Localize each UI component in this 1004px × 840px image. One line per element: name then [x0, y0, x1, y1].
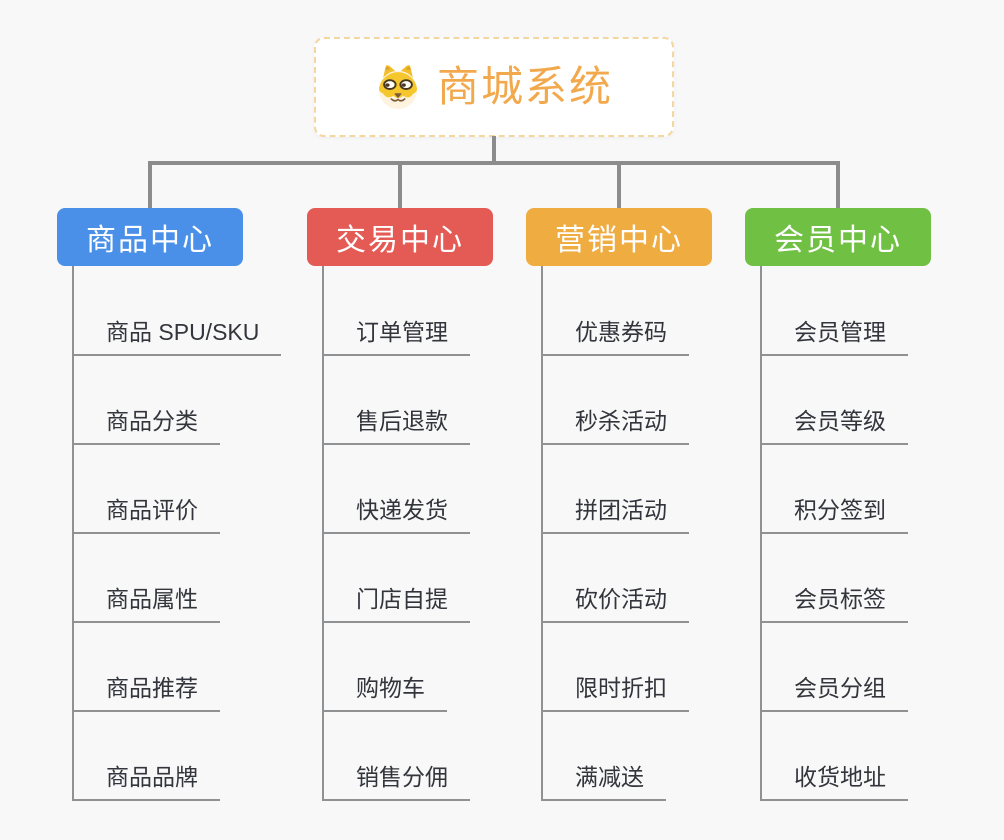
leaf-node[interactable]: 会员管理 — [760, 319, 908, 356]
leaf-node[interactable]: 满减送 — [541, 764, 666, 801]
leaf-node[interactable]: 限时折扣 — [541, 675, 689, 712]
leaf-node[interactable]: 商品属性 — [72, 586, 220, 623]
leaf-node[interactable]: 购物车 — [322, 675, 447, 712]
branch-node-member-center[interactable]: 会员中心 — [745, 208, 931, 266]
branch-node-product-center[interactable]: 商品中心 — [57, 208, 243, 266]
connector-root-stem — [492, 136, 496, 163]
connector-drop-4 — [836, 161, 840, 209]
leaf-node[interactable]: 优惠券码 — [541, 319, 689, 356]
leaf-node[interactable]: 商品品牌 — [72, 764, 220, 801]
leaf-node[interactable]: 销售分佣 — [322, 764, 470, 801]
branch-node-marketing-center[interactable]: 营销中心 — [526, 208, 712, 266]
branch-node-trade-center[interactable]: 交易中心 — [307, 208, 493, 266]
connector-drop-1 — [148, 161, 152, 209]
leaf-node[interactable]: 商品 SPU/SKU — [72, 319, 282, 356]
leaf-node[interactable]: 会员标签 — [760, 586, 908, 623]
leaf-node[interactable]: 收货地址 — [760, 764, 908, 801]
dog-icon — [375, 64, 421, 110]
connector-drop-3 — [617, 161, 621, 209]
leaf-node[interactable]: 会员分组 — [760, 675, 908, 712]
leaf-node[interactable]: 快递发货 — [322, 497, 470, 534]
connector-bus — [148, 161, 840, 165]
root-node[interactable]: 商城系统 — [314, 37, 674, 137]
leaf-node[interactable]: 门店自提 — [322, 586, 470, 623]
leaf-node[interactable]: 秒杀活动 — [541, 408, 689, 445]
leaf-node[interactable]: 积分签到 — [760, 497, 908, 534]
leaf-node[interactable]: 订单管理 — [322, 319, 470, 356]
root-title: 商城系统 — [436, 63, 613, 110]
leaf-node[interactable]: 售后退款 — [322, 408, 470, 445]
leaf-node[interactable]: 商品分类 — [72, 408, 220, 445]
connector-drop-2 — [398, 161, 402, 209]
leaf-node[interactable]: 商品推荐 — [72, 675, 220, 712]
leaf-node[interactable]: 砍价活动 — [541, 586, 689, 623]
leaf-node[interactable]: 会员等级 — [760, 408, 908, 445]
leaf-node[interactable]: 拼团活动 — [541, 497, 689, 534]
leaf-node[interactable]: 商品评价 — [72, 497, 220, 534]
